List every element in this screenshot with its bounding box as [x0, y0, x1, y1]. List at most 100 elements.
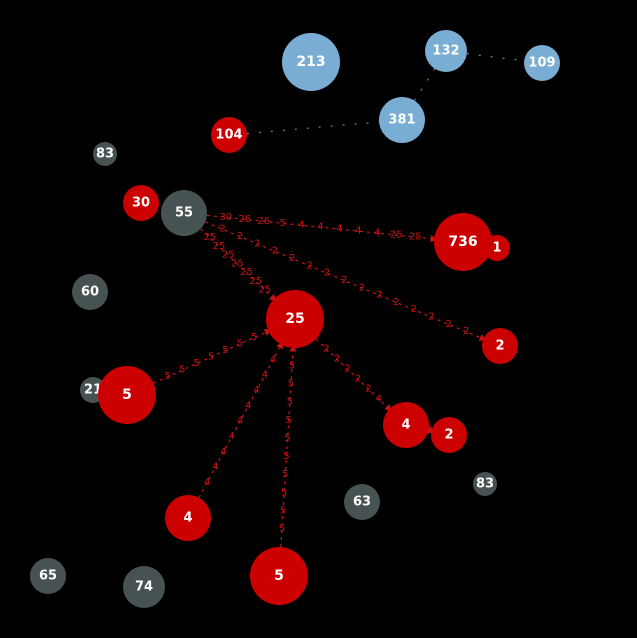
edge-label: 25: [231, 258, 244, 269]
node-circle[interactable]: [524, 45, 560, 81]
node-circle[interactable]: [379, 97, 425, 143]
node-n213[interactable]: 213: [282, 33, 340, 91]
node-label: 83: [96, 147, 114, 162]
edge-label: 5: [288, 379, 294, 390]
edge-label: 2: [393, 297, 399, 308]
edge-label: 2: [365, 384, 371, 395]
node-n60[interactable]: 60: [72, 274, 108, 310]
node-n2b[interactable]: 2: [431, 417, 467, 453]
node-n4a[interactable]: 4: [383, 402, 429, 448]
node-circle[interactable]: [282, 33, 340, 91]
edge-label: 5: [279, 218, 285, 229]
node-label: 381: [388, 113, 415, 128]
node-circle[interactable]: [344, 484, 380, 520]
node-label: 65: [39, 569, 57, 584]
node-n4b[interactable]: 4: [165, 495, 211, 541]
edge-n381-n132[interactable]: [413, 68, 436, 101]
edge-label: 25: [409, 232, 422, 243]
edge-label: 5: [287, 397, 293, 408]
edge-n55-n25[interactable]: [200, 228, 277, 302]
node-n74[interactable]: 74: [123, 566, 165, 608]
node-circle[interactable]: [98, 366, 156, 424]
edge-label: 25: [258, 285, 271, 296]
edges-layer: [153, 53, 525, 548]
node-n55[interactable]: 55: [161, 190, 207, 236]
edge-label: 25: [240, 267, 253, 278]
node-label: 132: [432, 44, 459, 59]
edge-label: 2: [219, 224, 225, 235]
edge-n5a-n25[interactable]: [153, 329, 272, 384]
node-circle[interactable]: [250, 547, 308, 605]
edge-label: 5: [279, 523, 285, 534]
node-circle[interactable]: [72, 274, 108, 310]
edge-label: 5: [251, 332, 257, 343]
edge-label: 5: [286, 415, 292, 426]
node-n381[interactable]: 381: [379, 97, 425, 143]
node-circle[interactable]: [431, 417, 467, 453]
edge-label: 2: [411, 304, 417, 315]
node-circle[interactable]: [425, 30, 467, 72]
node-n83a[interactable]: 83: [93, 142, 117, 166]
node-n5b[interactable]: 5: [250, 547, 308, 605]
node-circle[interactable]: [482, 328, 518, 364]
node-n63[interactable]: 63: [344, 484, 380, 520]
node-n83b[interactable]: 83: [473, 472, 497, 496]
edge-n25-n4a[interactable]: [315, 338, 392, 412]
edge-label: 4: [220, 446, 226, 457]
node-label: 104: [215, 128, 242, 143]
edge-label: 4: [253, 385, 259, 396]
node-n736[interactable]: 736: [434, 213, 492, 271]
node-circle[interactable]: [266, 290, 324, 348]
node-n109[interactable]: 109: [524, 45, 560, 81]
edge-label: 2: [341, 275, 347, 286]
edge-label: 2: [463, 326, 469, 337]
edge-label: 26: [238, 214, 251, 225]
edge-n55-n736[interactable]: [206, 214, 438, 243]
node-circle[interactable]: [123, 185, 159, 221]
node-n2a[interactable]: 2: [482, 328, 518, 364]
edge-n4b-n25[interactable]: [198, 341, 283, 499]
node-n132[interactable]: 132: [425, 30, 467, 72]
edge-n5b-n25[interactable]: [280, 344, 297, 548]
node-circle[interactable]: [383, 402, 429, 448]
edge-label: 5: [282, 469, 288, 480]
node-circle[interactable]: [484, 235, 510, 261]
edge-n132-n109[interactable]: [466, 53, 525, 62]
edge-n4a-n2b[interactable]: [427, 426, 435, 434]
node-n5a[interactable]: 5: [98, 366, 156, 424]
edge-n104-n381[interactable]: [246, 121, 380, 134]
edge-label: 5: [284, 433, 290, 444]
node-label: 213: [296, 54, 325, 70]
edge-label: 4: [204, 477, 210, 488]
node-n25[interactable]: 25: [266, 290, 324, 348]
node-label: 55: [175, 206, 193, 221]
edge-label: 25: [213, 241, 226, 252]
edge-label: 4: [229, 431, 235, 442]
node-circle[interactable]: [473, 472, 497, 496]
edge-label: 2: [427, 425, 433, 436]
node-circle[interactable]: [123, 566, 165, 608]
node-circle[interactable]: [211, 117, 247, 153]
edge-label: 2: [272, 246, 278, 257]
edge-label: 5: [179, 365, 185, 376]
node-label: 83: [476, 477, 494, 492]
edge-label: 4: [336, 224, 342, 235]
edge-label: 4: [270, 354, 276, 365]
node-n104[interactable]: 104: [211, 117, 247, 153]
node-label: 736: [448, 234, 477, 250]
node-label: 1: [492, 241, 501, 256]
node-circle[interactable]: [161, 190, 207, 236]
node-circle[interactable]: [434, 213, 492, 271]
node-circle[interactable]: [30, 558, 66, 594]
node-n65[interactable]: 65: [30, 558, 66, 594]
edge-n55-n2a[interactable]: [204, 221, 487, 341]
node-circle[interactable]: [93, 142, 117, 166]
node-circle[interactable]: [165, 495, 211, 541]
node-label: 63: [353, 495, 371, 510]
node-label: 109: [528, 56, 555, 71]
node-n30[interactable]: 30: [123, 185, 159, 221]
edge-label: 2: [324, 268, 330, 279]
node-n1[interactable]: 1: [484, 235, 510, 261]
edge-label: 4: [212, 462, 218, 473]
